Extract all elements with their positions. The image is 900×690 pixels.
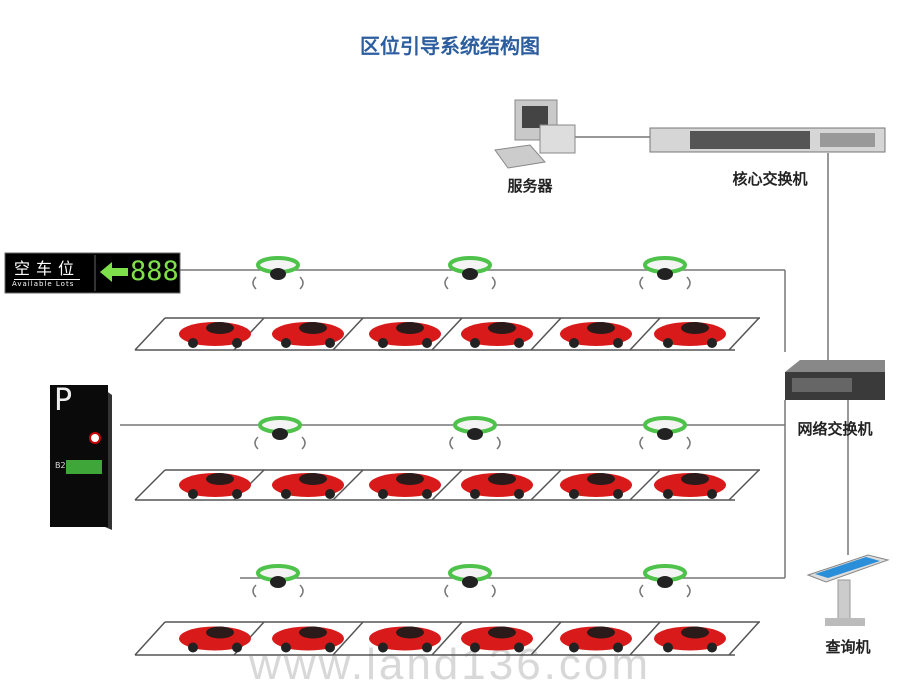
sign-subtitle: Available Lots	[12, 280, 75, 288]
parking-sensor-icon	[252, 564, 304, 598]
sign-title: 空车位	[14, 255, 81, 280]
parking-sensor-icon	[252, 256, 304, 290]
car-icon	[560, 322, 632, 348]
parking-sensor-icon	[639, 416, 691, 450]
kiosk-label: 查询机	[825, 638, 871, 656]
guide-board-level: B2	[55, 461, 66, 470]
car-icon	[461, 322, 533, 348]
network-switch-icon	[785, 360, 885, 400]
core-switch-icon	[649, 127, 886, 153]
guide-board-letter: P	[54, 383, 73, 418]
parking-sensor-icon	[639, 564, 691, 598]
connection-lines	[120, 136, 849, 579]
car-icon	[369, 322, 441, 348]
diagram-title: 区位引导系统结构图	[360, 34, 540, 58]
car-icon	[369, 626, 441, 653]
server-label: 服务器	[507, 177, 553, 195]
parking-sensor-icon	[449, 416, 501, 450]
car-icon	[272, 322, 344, 348]
car-icon	[179, 626, 251, 653]
car-icon	[461, 473, 533, 499]
sign-digits: 888	[130, 256, 179, 287]
car-icon	[654, 473, 726, 499]
parking-sensor-icon	[444, 564, 496, 598]
parking-sensor-icon	[444, 256, 496, 290]
car-icon	[654, 322, 726, 348]
car-icon	[461, 626, 533, 653]
core-switch-label: 核心交换机	[732, 170, 808, 188]
kiosk-icon	[806, 554, 890, 626]
car-icon	[179, 322, 251, 348]
car-icon	[560, 626, 632, 653]
car-icon	[272, 473, 344, 499]
parking-sensor-icon	[254, 416, 306, 450]
parking-guide-board	[50, 385, 112, 530]
available-lots-sign	[4, 252, 181, 294]
car-icon	[654, 626, 726, 653]
parking-sensor-icon	[639, 256, 691, 290]
car-icon	[272, 626, 344, 653]
car-icon	[369, 473, 441, 499]
network-switch-label: 网络交换机	[797, 420, 873, 438]
car-icon	[179, 473, 251, 499]
server-icon	[494, 99, 576, 169]
car-icon	[560, 473, 632, 499]
